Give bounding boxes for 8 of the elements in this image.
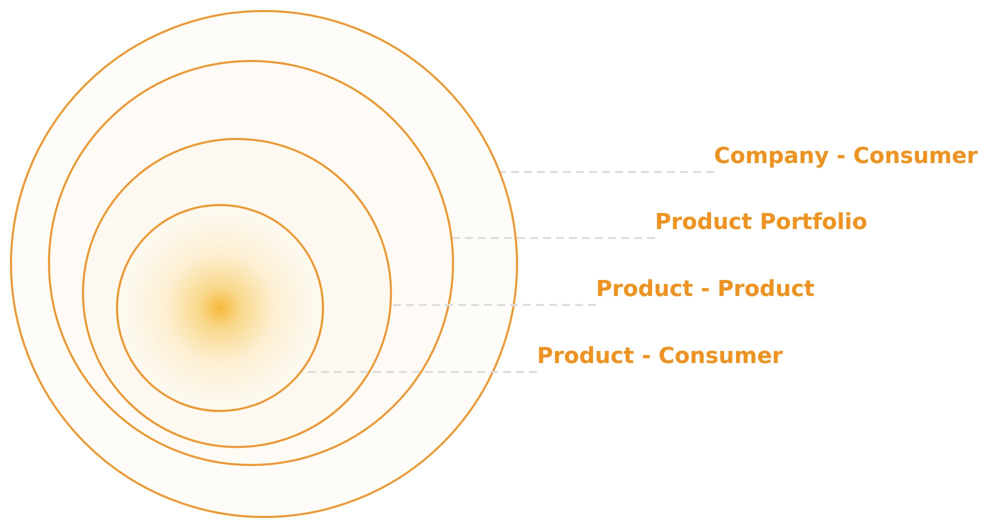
leader-line [452,237,655,239]
ring-label: Company - Consumer [714,144,978,170]
leader-line [302,371,537,373]
ring-label: Product - Consumer [537,344,783,370]
leader-line [500,171,714,173]
ring-label: Product Portfolio [655,210,868,236]
leader-line [392,304,596,306]
ring-label: Product - Product [596,277,815,303]
